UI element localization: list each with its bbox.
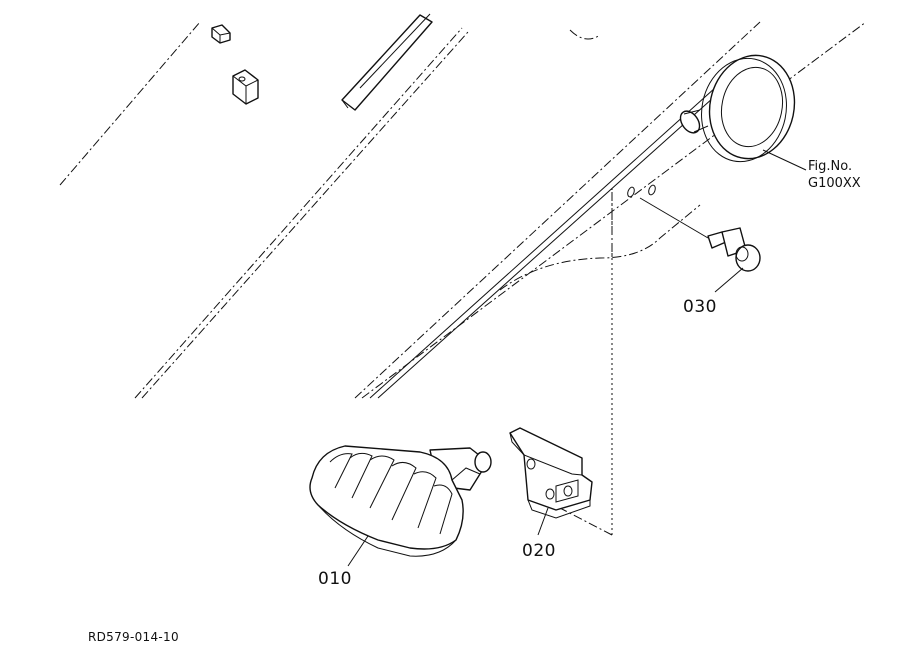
callout-030[interactable]: 030 [683, 297, 717, 317]
drawing-code: RD579-014-10 [88, 630, 179, 644]
footrest-010 [309, 445, 492, 557]
frame-block-small [211, 24, 231, 44]
assembly-guides [559, 188, 709, 536]
mounting-holes [627, 184, 656, 198]
callout-010[interactable]: 010 [318, 569, 352, 589]
frame-block-cube [232, 69, 259, 105]
frame-boss [679, 109, 709, 134]
callout-020[interactable]: 020 [522, 541, 556, 561]
figure-reference-label: Fig.No. [808, 159, 852, 174]
bracket-020 [509, 427, 593, 519]
figure-reference-number: G100XX [808, 176, 861, 191]
frame-rail [341, 13, 433, 111]
bolt-030 [707, 227, 761, 272]
frame-outline [59, 21, 867, 399]
leader-lines [347, 149, 807, 567]
fig-wheel [701, 54, 796, 163]
